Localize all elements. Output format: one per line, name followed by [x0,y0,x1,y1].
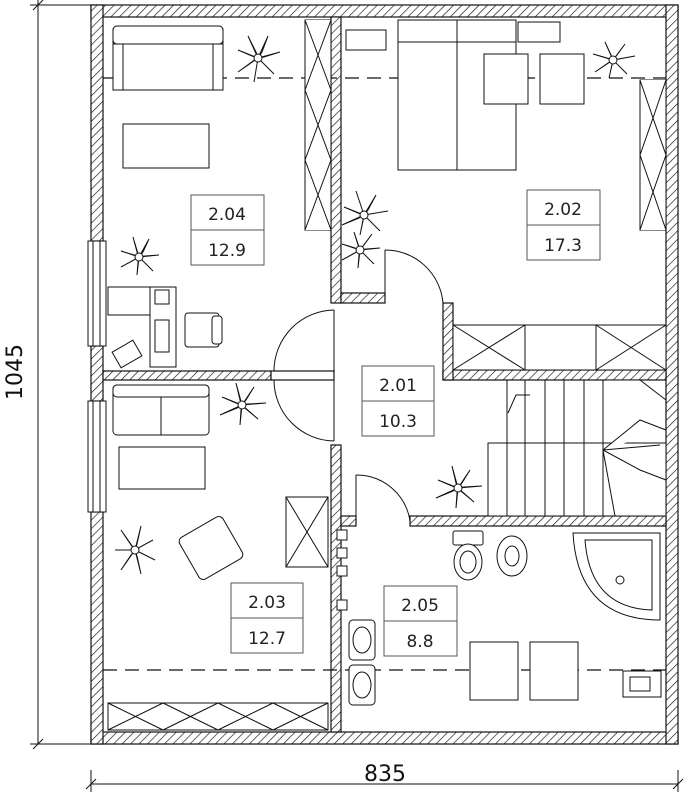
height-dimension-label: 1045 [3,344,28,400]
room-number: 2.01 [379,376,417,396]
room-label-2-04: 2.04 12.9 [190,194,265,266]
room-number: 2.04 [208,205,246,225]
room-number: 2.02 [544,200,582,220]
windows [87,240,107,513]
room-area: 10.3 [379,412,417,432]
room-number: 2.05 [401,596,439,616]
room-label-2-05: 2.05 8.8 [383,585,458,657]
room-area: 8.8 [406,632,433,652]
room-area: 17.3 [544,236,582,256]
room-number: 2.03 [248,593,286,613]
exterior-walls [90,4,679,745]
width-dimension-label: 835 [364,762,406,787]
dimension-lines [30,0,684,792]
doors [273,249,444,522]
plants [115,35,636,575]
room-label-2-03: 2.03 12.7 [230,582,304,654]
room-label-2-02: 2.02 17.3 [526,189,601,261]
room-label-2-01: 2.01 10.3 [361,365,435,437]
room-labels: 2.04 12.9 2.02 17.3 2.01 10.3 2.03 12.7 … [190,189,601,657]
furniture [107,19,667,731]
room-area: 12.9 [208,241,246,261]
room-area: 12.7 [248,629,286,649]
